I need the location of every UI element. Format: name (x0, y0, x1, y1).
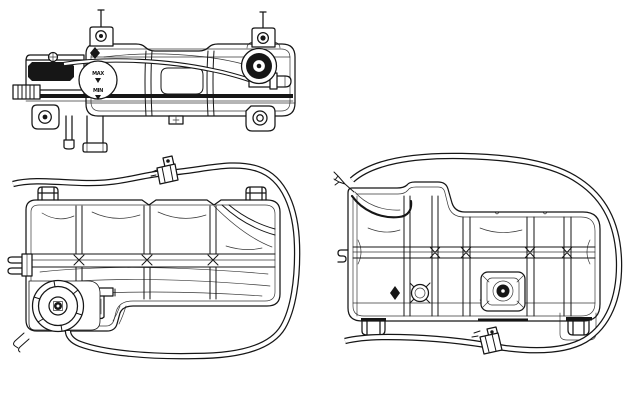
min-label: MIN (93, 88, 103, 94)
cap-tether-line (103, 53, 244, 65)
corner-clip (13, 332, 30, 353)
clamp-bolt (166, 159, 170, 163)
bracket-hole-right (256, 31, 270, 45)
filler-cap (240, 47, 278, 85)
top-view: MAX MIN (12, 9, 296, 153)
locating-diamond-side-icon (390, 286, 400, 300)
lower-band-side (352, 251, 596, 304)
baffle-curve-light (213, 205, 273, 248)
sensor-square (53, 301, 63, 311)
connector-ribs (17, 84, 35, 100)
front-view (7, 155, 301, 360)
lower-chamber-lines (39, 267, 271, 325)
lug-hole-right (252, 110, 268, 126)
clamp-body-lines (161, 164, 174, 183)
max-min-marking: MAX MIN (78, 60, 118, 100)
access-panel (160, 67, 204, 95)
bottom-tab-cross-icon (172, 116, 180, 124)
lug-hole-left-dot (42, 114, 48, 120)
drain-pipe-large (86, 115, 104, 144)
panel-dividers-top (144, 50, 215, 117)
fork-clip (333, 171, 355, 193)
rib-node-marks-front (73, 254, 219, 266)
clamp-pins-bottom (471, 330, 481, 338)
clamp-side-tabs (150, 169, 158, 177)
tank-inner-line-side (352, 186, 596, 317)
sensor-spokes (33, 280, 83, 332)
clamp-body-bottom (479, 332, 503, 355)
recessed-port (480, 271, 526, 312)
hose-clamp-bottom (471, 326, 503, 355)
coolant-hose-side-core (344, 153, 621, 353)
retaining-clip-left (7, 256, 23, 275)
filler-channel-echo (354, 191, 401, 317)
sensor-port-inner (414, 287, 426, 299)
bracket-hole-right-dot (260, 35, 266, 41)
seam-band (26, 94, 293, 98)
pressure-cap-black (28, 62, 74, 81)
bracket-hole-left-dot (99, 34, 103, 38)
max-arrow-icon (95, 78, 101, 83)
level-sensor (28, 279, 101, 333)
drain-pipe-small-cap (63, 139, 75, 150)
tank-outline-front (25, 199, 281, 332)
baffle-curves (221, 204, 276, 236)
stud-pin-left (97, 9, 105, 28)
bracket-wings-right (246, 41, 281, 49)
mid-band-front (30, 253, 276, 268)
mounting-lug-bottom-right (245, 105, 276, 132)
sensor-inner-ring (48, 296, 68, 316)
cap-screw-cross-icon (48, 52, 58, 62)
drain-pipe-large-flange (82, 142, 108, 153)
s-clip (337, 249, 349, 263)
side-view (333, 152, 623, 355)
rib-node-marks-side (429, 246, 573, 259)
recess-bevels (482, 275, 524, 308)
port-dot (501, 289, 505, 293)
lug-hole-right-inner (256, 114, 264, 122)
recess-inner (486, 277, 520, 306)
clamp-body (156, 163, 179, 185)
tank-outline-side (347, 181, 601, 322)
clamp-bolt-bottom (490, 330, 494, 334)
bracket-hole-left (95, 30, 107, 42)
locating-diamond-icon (90, 47, 100, 59)
filler-channel-curve (350, 194, 413, 219)
foot-right-flange (566, 317, 592, 321)
panel-contours-front (41, 211, 263, 250)
max-label: MAX (92, 71, 104, 77)
drain-pipe-large-inner (86, 142, 104, 153)
sensor-center-dot (56, 304, 60, 308)
mid-band-side (352, 246, 596, 259)
bottom-edge-dark-segment (478, 318, 528, 322)
hose-clamp-top (150, 155, 179, 185)
filler-cap-center-dot (256, 63, 262, 69)
coolant-hose-front-core (12, 163, 300, 359)
sensor-port-circle (410, 283, 430, 303)
mounting-lugs-front (37, 186, 267, 201)
stud-pin-right (259, 11, 267, 29)
port-ring (492, 280, 514, 302)
drain-pipe-small (65, 115, 73, 141)
foot-right (567, 320, 590, 336)
sensor-port-ticks (409, 282, 431, 304)
foot-left-flange (361, 318, 386, 322)
sensor-mid-ring (37, 285, 79, 327)
clamp-body-lines-bottom (484, 333, 497, 353)
lug-hole-left (38, 110, 52, 124)
foot-left (361, 320, 386, 336)
min-arrow-icon (95, 95, 101, 100)
